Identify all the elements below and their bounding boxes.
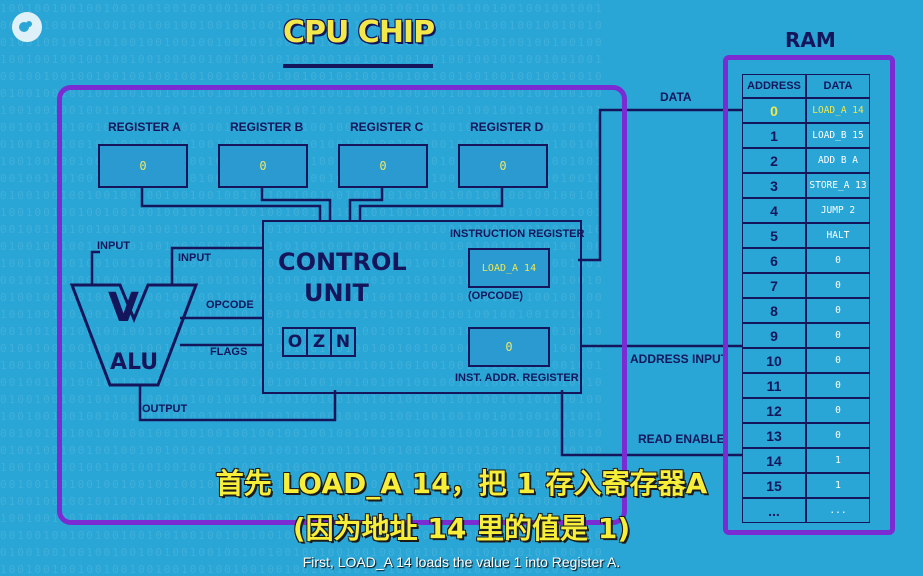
register-d-label: REGISTER D	[470, 120, 544, 134]
instruction-register-box: LOAD_A 14	[468, 248, 550, 288]
ram-data-cell: 0	[806, 398, 870, 423]
ram-data-cell: STORE_A 13	[806, 173, 870, 198]
ram-address-cell: 7	[742, 273, 806, 298]
ram-data-cell: 0	[806, 423, 870, 448]
ram-data-cell: 0	[806, 348, 870, 373]
subtitle-en: First, LOAD_A 14 loads the value 1 into …	[302, 554, 621, 570]
flag-o: O	[282, 327, 308, 357]
cpu-chip-border	[57, 85, 627, 525]
ram-data-cell: 1	[806, 473, 870, 498]
ram-data-cell: ...	[806, 498, 870, 523]
instruction-register-label: INSTRUCTION REGISTER	[450, 228, 585, 240]
ram-address-cell: ...	[742, 498, 806, 523]
ram-data-cell: HALT	[806, 223, 870, 248]
cpu-chip-title: CPU CHIP	[283, 15, 435, 50]
ram-address-cell: 2	[742, 148, 806, 173]
register-b-label: REGISTER B	[230, 120, 304, 134]
ram-address-cell: 14	[742, 448, 806, 473]
ram-data-cell: LOAD_A 14	[806, 98, 870, 123]
ram-data-cell: LOAD_B 15	[806, 123, 870, 148]
subtitle-cn-line2: (因为地址 14 里的值是 1)	[292, 512, 631, 545]
alu-shape: V	[70, 283, 198, 387]
ram-data-cell: 0	[806, 273, 870, 298]
address-input-label: ADDRESS INPUT	[630, 352, 729, 366]
ram-address-cell: 11	[742, 373, 806, 398]
ram-data-cell: 0	[806, 248, 870, 273]
register-c-box: 0	[338, 144, 428, 188]
alu-output-label: OUTPUT	[142, 403, 188, 415]
register-d-box: 0	[458, 144, 548, 188]
ram-address-cell: 1	[742, 123, 806, 148]
ram-address-cell: 3	[742, 173, 806, 198]
register-a-label: REGISTER A	[108, 120, 181, 134]
ram-address-cell: 4	[742, 198, 806, 223]
alu-input1-label: INPUT	[97, 240, 130, 252]
control-unit-title-line1: CONTROL	[278, 248, 407, 276]
ram-address-cell: 6	[742, 248, 806, 273]
subtitle-cn-line1: 首先 LOAD_A 14，把 1 存入寄存器A	[215, 467, 708, 500]
ram-data-cell: 1	[806, 448, 870, 473]
opcode-label: (OPCODE)	[468, 290, 523, 302]
pbs-logo	[12, 12, 42, 42]
alu-label: ALU	[110, 350, 159, 375]
alu-opcode-label: OPCODE	[206, 299, 254, 311]
alu-flags-label: FLAGS	[210, 346, 248, 358]
ram-data-cell: 0	[806, 373, 870, 398]
ram-data-cell: ADD B A	[806, 148, 870, 173]
flag-n: N	[330, 327, 356, 357]
ram-address-cell: 13	[742, 423, 806, 448]
ram-data-cell: 0	[806, 323, 870, 348]
register-a-box: 0	[98, 144, 188, 188]
ram-header-data: DATA	[806, 74, 870, 98]
ram-address-cell: 10	[742, 348, 806, 373]
ram-data-cell: 0	[806, 298, 870, 323]
inst-addr-register-label: INST. ADDR. REGISTER	[455, 372, 579, 384]
svg-text:V: V	[108, 285, 139, 331]
data-bus-label: DATA	[660, 90, 692, 104]
flag-z: Z	[306, 327, 332, 357]
ram-address-cell: 12	[742, 398, 806, 423]
ram-data-cell: JUMP 2	[806, 198, 870, 223]
cpu-chip-underline	[283, 64, 433, 68]
ram-address-cell: 5	[742, 223, 806, 248]
ram-address-cell: 15	[742, 473, 806, 498]
ram-title: RAM	[785, 28, 836, 52]
alu-input2-label: INPUT	[178, 252, 211, 264]
read-enable-label: READ ENABLE	[638, 432, 725, 446]
control-unit-title-line2: UNIT	[304, 279, 369, 307]
ram-border	[723, 55, 895, 535]
ram-address-cell: 0	[742, 98, 806, 123]
inst-addr-register-box: 0	[468, 327, 550, 367]
register-c-label: REGISTER C	[350, 120, 424, 134]
control-unit-box	[262, 220, 582, 394]
ram-address-cell: 9	[742, 323, 806, 348]
register-b-box: 0	[218, 144, 308, 188]
ram-address-cell: 8	[742, 298, 806, 323]
ram-header-address: ADDRESS	[742, 74, 806, 98]
ram-row: ......	[742, 498, 870, 523]
